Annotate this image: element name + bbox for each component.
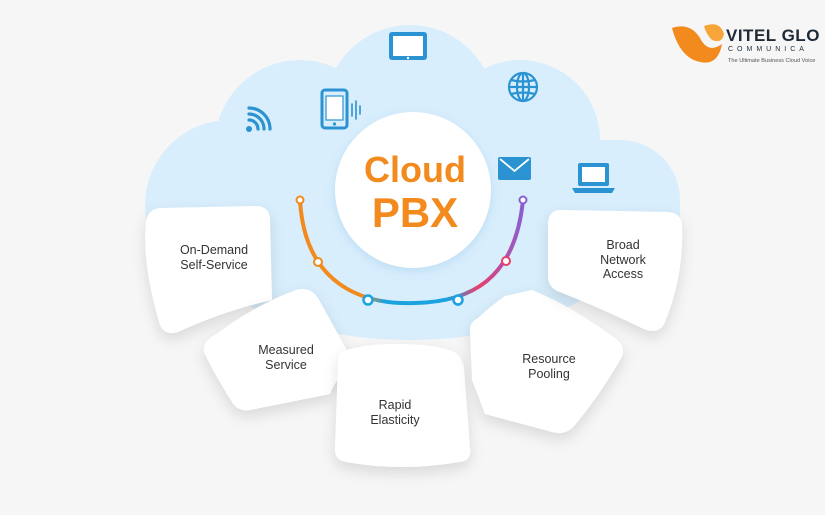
label-line: Measured (258, 343, 314, 357)
arc-node (501, 256, 511, 266)
arc-node (518, 195, 528, 205)
tablet-icon (389, 32, 427, 60)
logo-sub-text: COMMUNICA (728, 46, 808, 53)
progress-arc (295, 195, 528, 306)
arc-node (452, 294, 464, 306)
label-rapid-elasticity: Rapid Elasticity (340, 398, 450, 427)
arc-node (313, 257, 323, 267)
label-line: Self-Service (180, 257, 248, 272)
label-line: Service (265, 357, 307, 372)
center-title-cloud: Cloud (364, 149, 466, 190)
label-line: Resource (522, 352, 576, 366)
label-line: Broad (606, 238, 640, 252)
label-resource-pooling: Resource Pooling (494, 352, 604, 381)
label-line: On-Demand (179, 243, 249, 257)
company-logo: VITEL GLO COMMUNICA The Ultimate Busines… (668, 18, 825, 74)
label-line: Rapid (378, 398, 412, 412)
center-title-pbx: PBX (371, 189, 459, 236)
petal-resource (470, 290, 624, 434)
petal-on-demand (145, 206, 272, 334)
petal-broad (548, 210, 683, 331)
petal-measured (203, 289, 355, 411)
label-measured-service: Measured Service (231, 343, 341, 372)
wifi-icon (246, 106, 272, 132)
arc-node (295, 195, 305, 205)
logo-brand-text: VITEL GLO (726, 26, 820, 45)
arc-node (362, 294, 374, 306)
label-broad-network-access: Broad Network Access (568, 238, 678, 282)
logo-mark (672, 24, 724, 63)
laptop-icon (572, 163, 615, 193)
label-line: Access (602, 267, 644, 281)
center-circle (335, 112, 491, 268)
globe-icon (507, 71, 539, 103)
label-line: Elasticity (370, 412, 420, 427)
label-line: Network (600, 252, 646, 267)
label-on-demand-self-service: On-Demand Self-Service (159, 243, 269, 272)
smartphone-icon (320, 88, 361, 130)
envelope-icon (498, 157, 531, 180)
logo-tagline: The Ultimate Business Cloud Voice (728, 58, 816, 64)
label-line: Pooling (528, 366, 570, 381)
petal-rapid (334, 344, 471, 467)
